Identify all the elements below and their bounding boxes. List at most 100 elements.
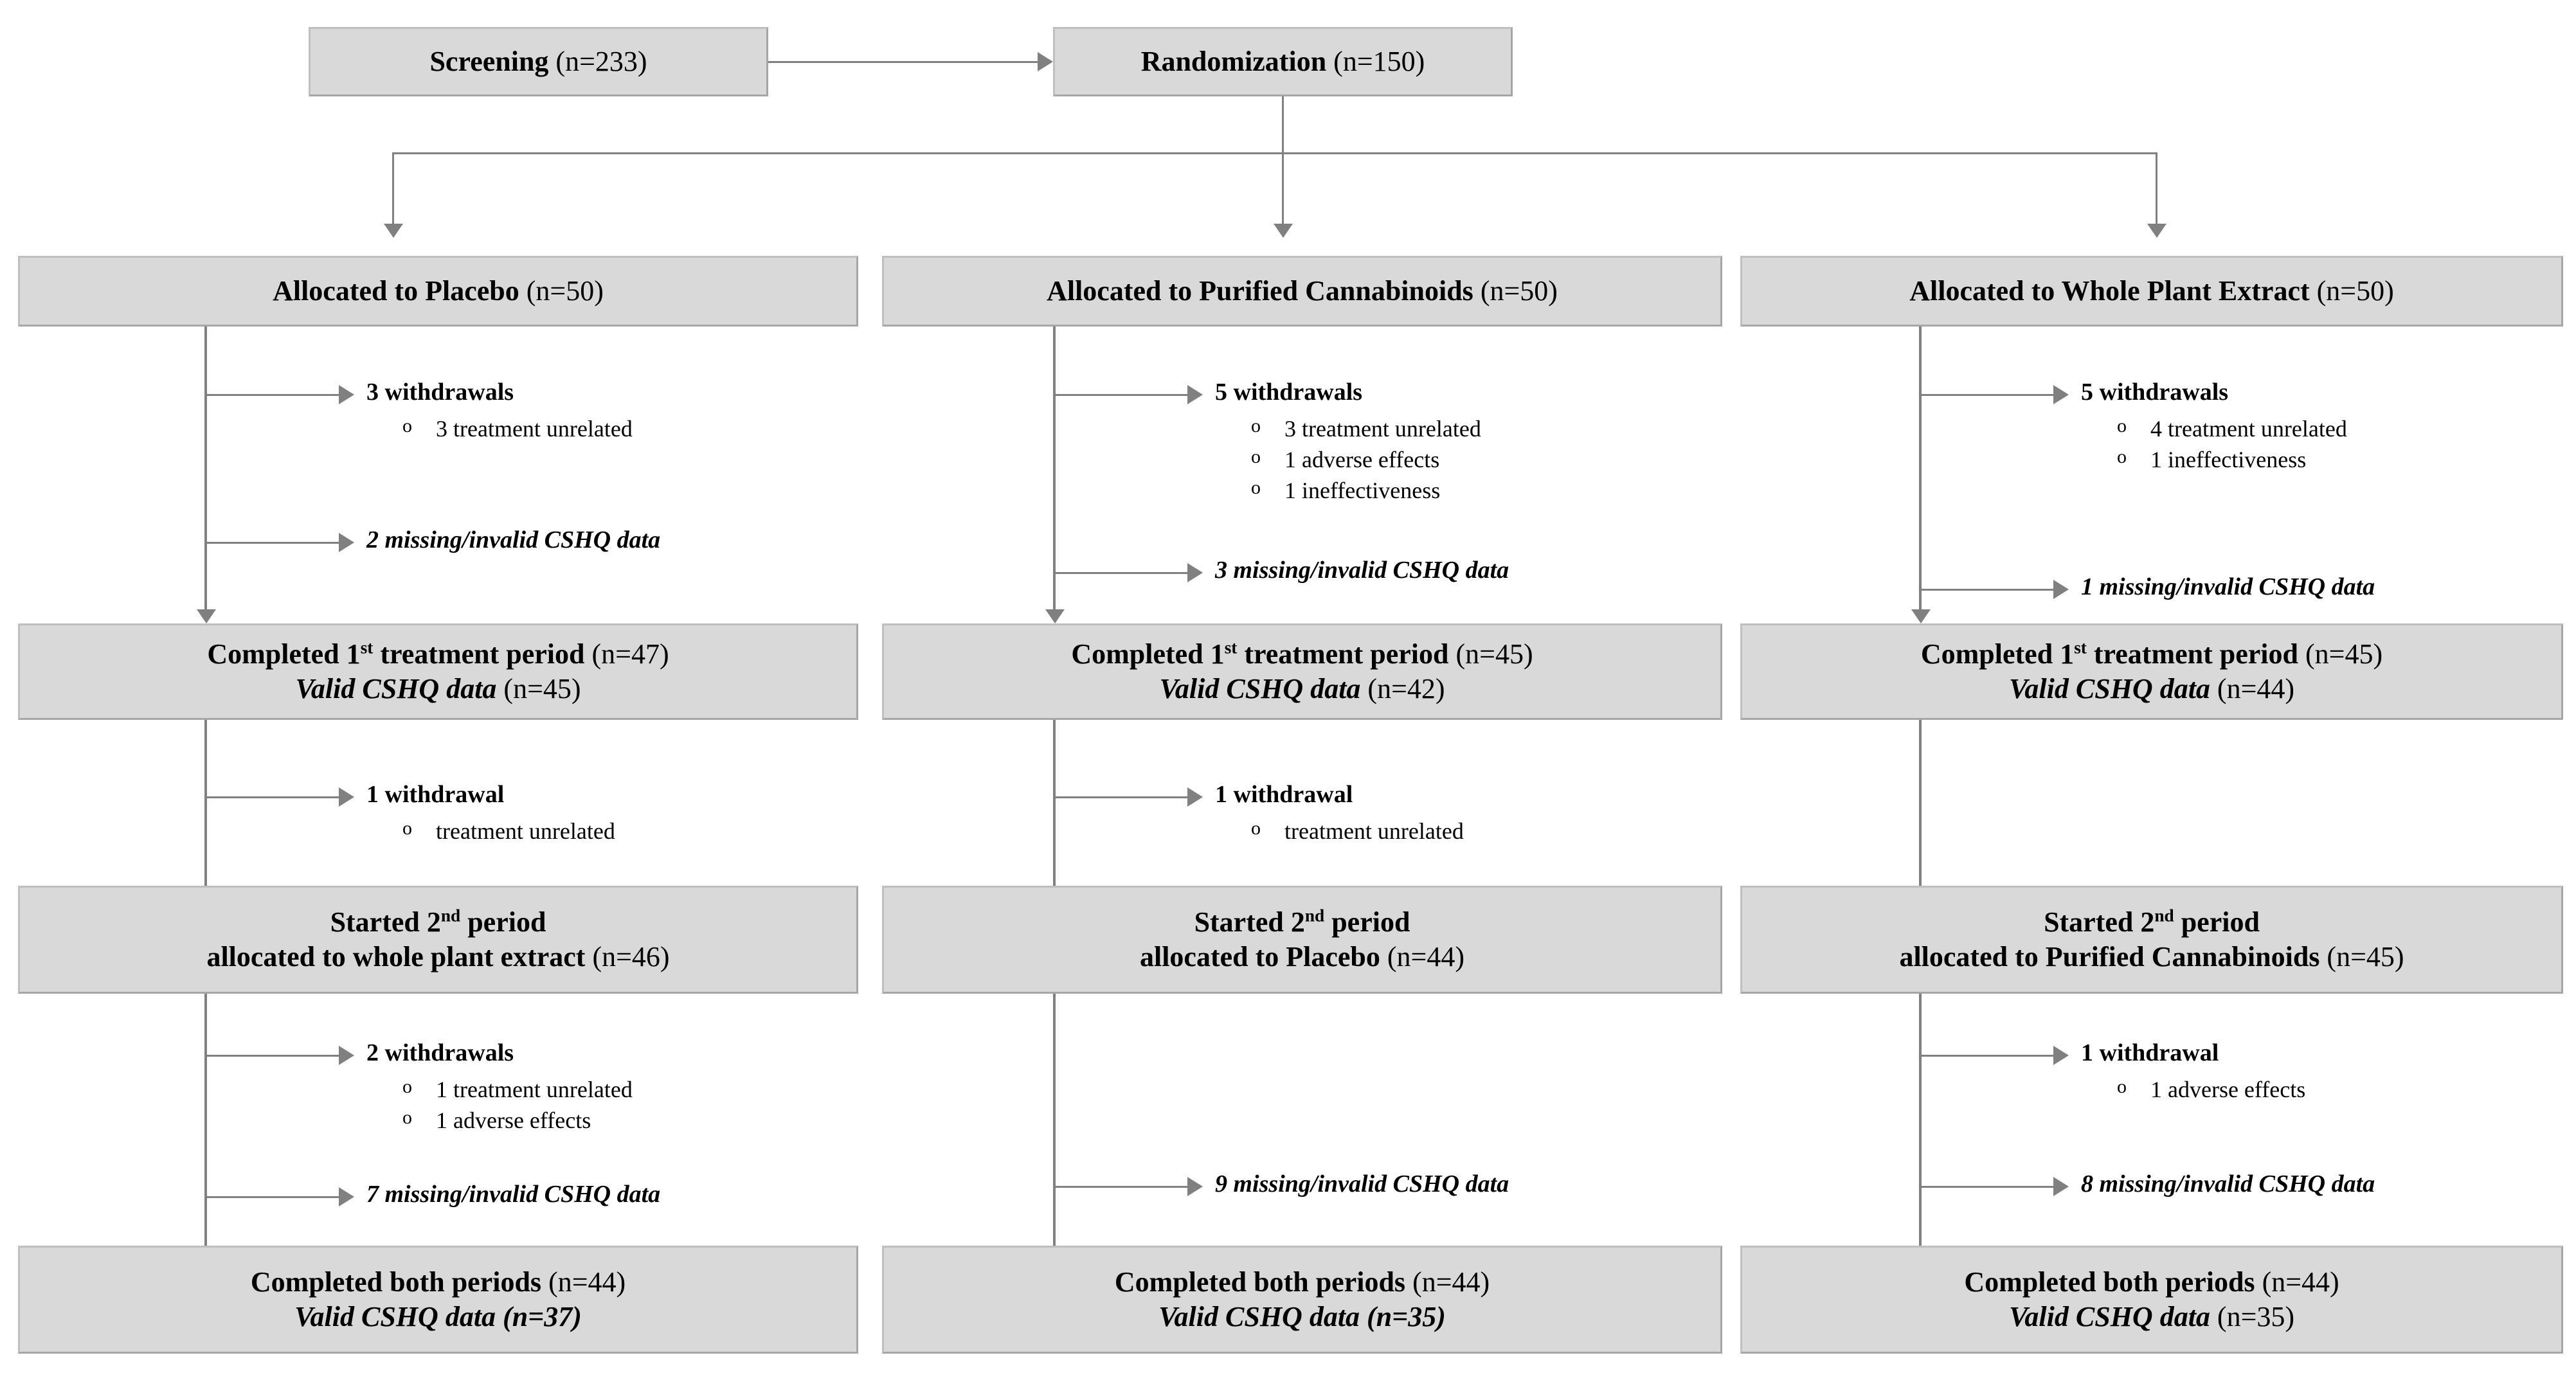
- box-period1-purified-line2: Valid CSHQ data (n=42): [1159, 673, 1445, 704]
- box-period2-placebo-line1: Started 2nd period: [330, 906, 546, 938]
- box-period1-wpe: Completed 1st treatment period (n=45) Va…: [1740, 623, 2563, 720]
- box-screening-text: Screening (n=233): [429, 46, 647, 78]
- arrowhead-wpe-dropout1-missing: [2053, 580, 2069, 599]
- connector-purified-p2-to-final: [1053, 994, 1056, 1255]
- list-item: o 1 treatment unrelated: [402, 1074, 633, 1105]
- arrowhead-to-allocation-placebo: [384, 224, 403, 238]
- box-period1-wpe-line1: Completed 1st treatment period (n=45): [1920, 638, 2383, 670]
- annotation-wpe-dropout3-head: 1 withdrawal: [2081, 1039, 2219, 1066]
- list-item: o 3 treatment unrelated: [1251, 413, 1481, 444]
- connector-placebo-alloc-to-p1: [204, 327, 207, 609]
- annotation-placebo-dropout3-list: o 1 treatment unrelated o 1 adverse effe…: [366, 1074, 633, 1136]
- arrowhead-purified-dropout1-withdrawals: [1187, 385, 1203, 404]
- arrowhead-wpe-dropout3-withdrawals: [2053, 1046, 2069, 1065]
- connector-wpe-dropout1-missing: [1922, 589, 2053, 591]
- bullet-icon: o: [1251, 477, 1261, 499]
- box-screening: Screening (n=233): [309, 27, 768, 96]
- connector-wpe-dropout3-withdrawals: [1922, 1055, 2053, 1057]
- annotation-purified-dropout2-head: 1 withdrawal: [1215, 781, 1353, 808]
- bullet-icon: o: [1251, 415, 1261, 436]
- annotation-purified-dropout3-missing: 9 missing/invalid CSHQ data: [1215, 1170, 1509, 1199]
- box-period2-purified-line1: Started 2nd period: [1194, 906, 1410, 938]
- box-period1-placebo-line2: Valid CSHQ data (n=45): [295, 673, 581, 704]
- box-allocation-placebo-text: Allocated to Placebo (n=50): [273, 275, 604, 307]
- box-period1-placebo-line1: Completed 1st treatment period (n=47): [207, 638, 669, 670]
- annotation-wpe-dropout1-missing-text: 1 missing/invalid CSHQ data: [2081, 573, 2375, 600]
- list-item: o 1 adverse effects: [1251, 444, 1481, 475]
- connector-purified-dropout2: [1056, 796, 1187, 798]
- annotation-wpe-dropout3-missing-text: 8 missing/invalid CSHQ data: [2081, 1170, 2375, 1197]
- annotation-wpe-dropout1-list: o 4 treatment unrelated o 1 ineffectiven…: [2081, 413, 2347, 475]
- box-period2-placebo: Started 2nd period allocated to whole pl…: [18, 886, 858, 994]
- bullet-icon: o: [402, 1075, 412, 1097]
- arrowhead-to-allocation-purified: [1274, 224, 1293, 238]
- arrowhead-purified-dropout2: [1187, 787, 1203, 807]
- box-final-purified: Completed both periods (n=44) Valid CSHQ…: [882, 1246, 1722, 1354]
- arrowhead-purified-dropout3-missing: [1187, 1177, 1203, 1196]
- annotation-placebo-dropout1: 3 withdrawals o 3 treatment unrelated: [366, 379, 633, 444]
- arrowhead-wpe-dropout3-missing: [2053, 1177, 2069, 1196]
- connector-purified-dropout3-missing: [1056, 1186, 1187, 1188]
- box-allocation-purified-text: Allocated to Purified Cannabinoids (n=50…: [1047, 275, 1558, 307]
- arrowhead-wpe-dropout1-withdrawals: [2053, 385, 2069, 404]
- list-item: o 1 adverse effects: [402, 1105, 633, 1136]
- box-final-placebo-line2: Valid CSHQ data (n=37): [294, 1301, 582, 1332]
- box-period2-purified: Started 2nd period allocated to Placebo …: [882, 886, 1722, 994]
- box-allocation-wpe: Allocated to Whole Plant Extract (n=50): [1740, 256, 2563, 327]
- connector-wpe-p1-to-p2: [1919, 720, 1922, 900]
- list-item: o treatment unrelated: [1251, 816, 1464, 847]
- annotation-purified-dropout3-missing-text: 9 missing/invalid CSHQ data: [1215, 1170, 1509, 1197]
- box-allocation-wpe-text: Allocated to Whole Plant Extract (n=50): [1909, 275, 2394, 307]
- annotation-wpe-dropout3-missing: 8 missing/invalid CSHQ data: [2081, 1170, 2375, 1199]
- annotation-placebo-dropout2-list: o treatment unrelated: [366, 816, 615, 847]
- connector-purified-dropout1-withdrawals: [1056, 394, 1187, 396]
- annotation-purified-dropout1-head: 5 withdrawals: [1215, 379, 1363, 406]
- box-period1-purified-line1: Completed 1st treatment period (n=45): [1071, 638, 1533, 670]
- annotation-placebo-dropout3-missing: 7 missing/invalid CSHQ data: [366, 1181, 660, 1209]
- bullet-icon: o: [1251, 817, 1261, 839]
- annotation-wpe-dropout3: 1 withdrawal o 1 adverse effects: [2081, 1039, 2305, 1105]
- box-final-wpe-line1: Completed both periods (n=44): [1964, 1266, 2339, 1298]
- annotation-purified-dropout1-missing: 3 missing/invalid CSHQ data: [1215, 557, 1509, 585]
- connector-purified-p1-to-p2: [1053, 720, 1056, 900]
- arrowhead-wpe-alloc-to-p1: [1911, 609, 1931, 623]
- box-period2-wpe-line1: Started 2nd period: [2044, 906, 2260, 938]
- bullet-icon: o: [2117, 445, 2127, 467]
- connector-wpe-dropout3-missing: [1922, 1186, 2053, 1188]
- box-period2-purified-line2: allocated to Placebo (n=44): [1139, 941, 1465, 972]
- connector-placebo-p1-to-p2: [204, 720, 207, 900]
- annotation-placebo-dropout3-missing-text: 7 missing/invalid CSHQ data: [366, 1181, 661, 1208]
- bullet-icon: o: [402, 817, 412, 839]
- bullet-icon: o: [2117, 415, 2127, 436]
- connector-placebo-dropout1-missing: [207, 542, 339, 544]
- annotation-placebo-dropout1-head: 3 withdrawals: [366, 379, 514, 406]
- box-allocation-purified: Allocated to Purified Cannabinoids (n=50…: [882, 256, 1722, 327]
- list-item: o treatment unrelated: [402, 816, 615, 847]
- connector-purified-alloc-to-p1: [1053, 327, 1056, 609]
- bullet-icon: o: [402, 1106, 412, 1128]
- box-period2-wpe-line2: allocated to Purified Cannabinoids (n=45…: [1899, 941, 2404, 972]
- annotation-wpe-dropout1-head: 5 withdrawals: [2081, 379, 2229, 406]
- connector-randomization-stem: [1282, 96, 1284, 154]
- arrowhead-screening-to-randomization: [1038, 52, 1053, 71]
- annotation-placebo-dropout3-head: 2 withdrawals: [366, 1039, 514, 1066]
- arrowhead-placebo-dropout3-missing: [339, 1187, 354, 1206]
- connector-screening-to-randomization: [768, 61, 1038, 63]
- annotation-wpe-dropout3-list: o 1 adverse effects: [2081, 1074, 2305, 1105]
- box-period1-purified: Completed 1st treatment period (n=45) Va…: [882, 623, 1722, 720]
- arrowhead-placebo-dropout3-withdrawals: [339, 1046, 354, 1065]
- bullet-icon: o: [1251, 445, 1261, 467]
- connector-bus-drop-purified: [1282, 152, 1284, 224]
- box-period1-placebo: Completed 1st treatment period (n=47) Va…: [18, 623, 858, 720]
- box-final-wpe-line2: Valid CSHQ data (n=35): [2008, 1301, 2295, 1332]
- annotation-placebo-dropout3: 2 withdrawals o 1 treatment unrelated o …: [366, 1039, 633, 1136]
- connector-wpe-dropout1-withdrawals: [1922, 394, 2053, 396]
- connector-wpe-p2-to-final: [1919, 994, 1922, 1255]
- annotation-wpe-dropout1-missing: 1 missing/invalid CSHQ data: [2081, 573, 2375, 602]
- annotation-placebo-dropout2: 1 withdrawal o treatment unrelated: [366, 781, 615, 847]
- bullet-icon: o: [2117, 1075, 2127, 1097]
- arrowhead-to-allocation-wpe: [2147, 224, 2166, 238]
- box-allocation-placebo: Allocated to Placebo (n=50): [18, 256, 858, 327]
- annotation-placebo-dropout1-missing: 2 missing/invalid CSHQ data: [366, 526, 660, 555]
